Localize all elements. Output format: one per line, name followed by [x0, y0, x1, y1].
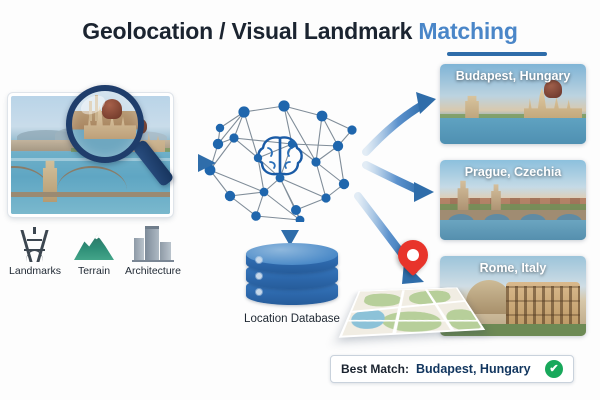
- result-photo: [440, 64, 586, 144]
- title-underline: [447, 52, 547, 56]
- buildings-icon: [131, 226, 175, 262]
- arrow-network-to-result-2: [362, 161, 434, 202]
- page-title-accent: Matching: [418, 18, 518, 44]
- page-title: Geolocation / Visual Landmark Matching: [0, 18, 600, 45]
- neural-network-diagram: [196, 92, 366, 222]
- magnifying-glass-icon: [66, 85, 144, 163]
- database-label: Location Database: [244, 313, 340, 325]
- result-photo: [440, 256, 586, 336]
- map-surface: [338, 287, 486, 338]
- feature-landmarks: Landmarks: [6, 227, 64, 277]
- feature-label: Landmarks: [9, 265, 61, 277]
- feature-terrain: Terrain: [65, 228, 123, 277]
- mountain-icon: [72, 228, 116, 262]
- result-caption: Budapest, Hungary: [455, 69, 571, 83]
- result-card-budapest[interactable]: Budapest, Hungary: [440, 64, 586, 144]
- check-circle-icon: ✔: [545, 360, 563, 378]
- feature-label: Architecture: [124, 265, 182, 277]
- location-map: [338, 233, 486, 342]
- feature-architecture: Architecture: [124, 226, 182, 277]
- result-card-rome[interactable]: Rome, Italy: [440, 256, 586, 336]
- result-caption: Prague, Czechia: [464, 165, 562, 179]
- best-match-label: Best Match:: [341, 362, 410, 376]
- result-photo: [440, 160, 586, 240]
- arrow-network-to-result-1: [362, 92, 436, 156]
- best-match-banner: Best Match: Budapest, Hungary ✔: [330, 355, 574, 383]
- database-icon: Location Database: [244, 243, 340, 325]
- eiffel-tower-icon: [13, 227, 57, 262]
- map-pin-icon: [391, 233, 435, 282]
- chain-bridge-tower: [42, 160, 58, 202]
- best-match-value: Budapest, Hungary: [416, 362, 531, 376]
- feature-label: Terrain: [77, 265, 111, 277]
- result-card-prague[interactable]: Prague, Czechia: [440, 160, 586, 240]
- page-title-main: Geolocation / Visual Landmark: [82, 18, 419, 44]
- feature-icon-row: Landmarks Terrain Architecture: [6, 226, 182, 277]
- result-caption: Rome, Italy: [479, 261, 547, 275]
